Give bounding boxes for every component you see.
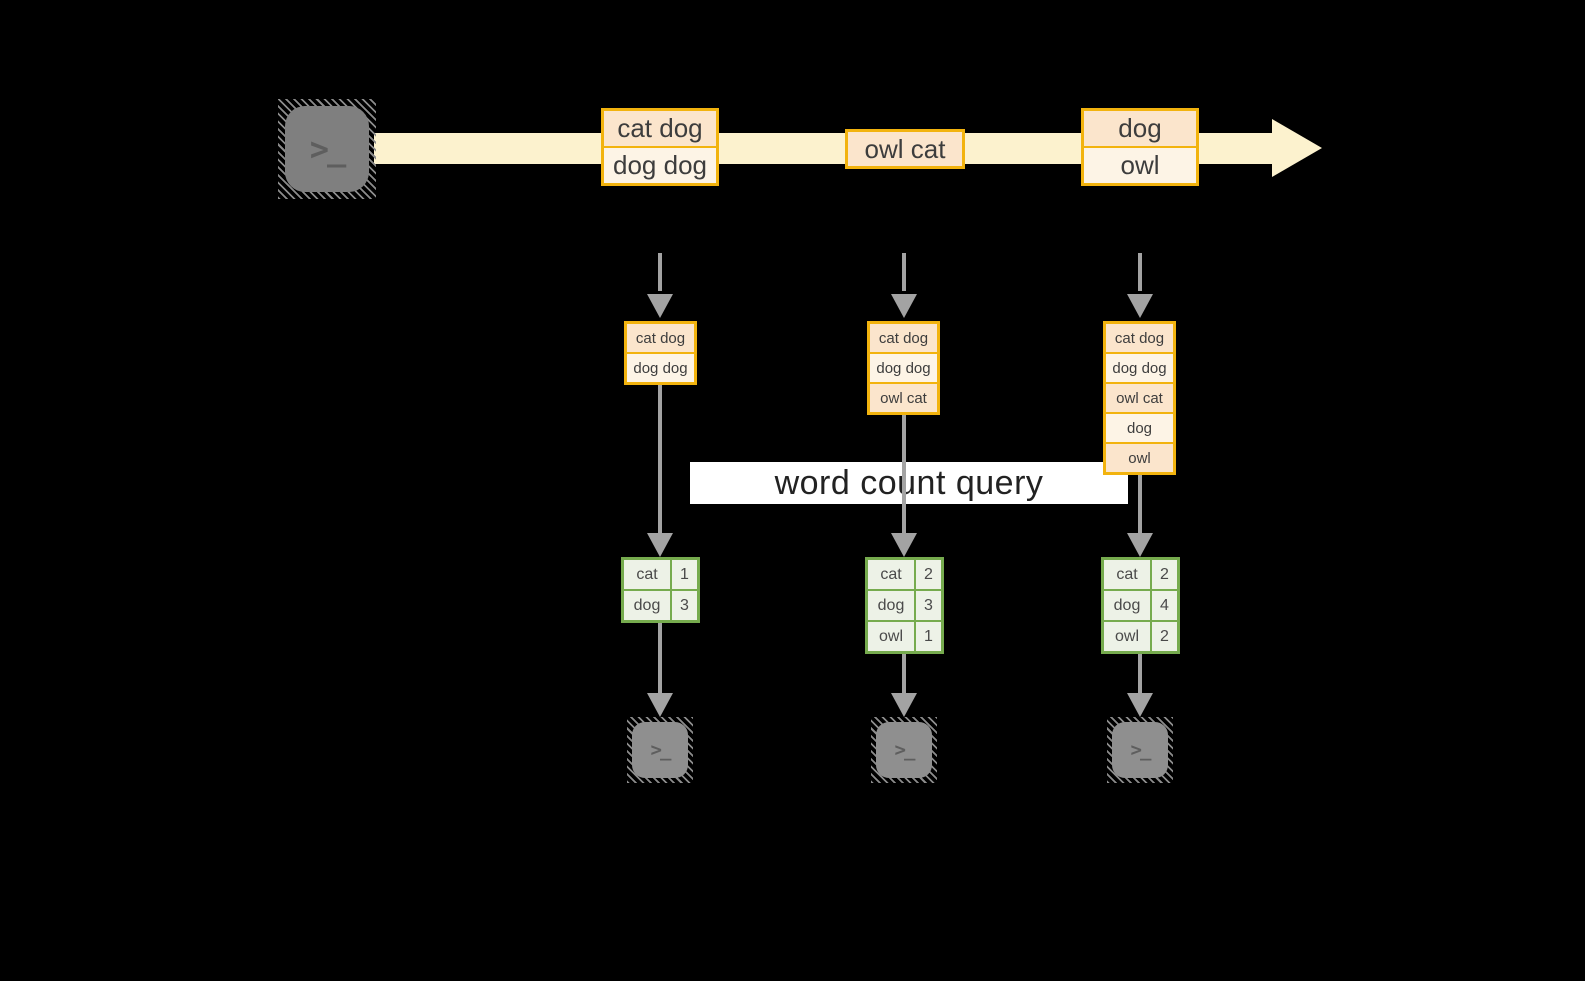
state-row: owl cat	[1106, 384, 1173, 412]
count-value-cell: 4	[1152, 591, 1177, 620]
table-row: dog 4	[1104, 591, 1177, 620]
table-row: dog 3	[868, 591, 941, 620]
output-terminal-icon: >_	[871, 717, 937, 783]
stream-event-row: owl	[1084, 148, 1196, 183]
flow-arrowhead-icon	[647, 533, 673, 557]
output-arrowhead-icon	[1127, 693, 1153, 717]
stream-event-row: dog dog	[604, 148, 716, 183]
output-arrowhead-icon	[647, 693, 673, 717]
terminal-prompt-icon: >_	[894, 739, 916, 761]
count-word-cell: owl	[868, 622, 914, 651]
flow-arrowhead-icon	[891, 533, 917, 557]
stream-event-row: cat dog	[604, 111, 716, 146]
ingest-arrowhead-icon	[891, 294, 917, 318]
count-value-cell: 2	[1152, 560, 1177, 589]
query-label: word count query	[690, 462, 1128, 504]
count-word-cell: dog	[624, 591, 670, 620]
flow-arrow	[902, 415, 906, 535]
count-word-cell: cat	[868, 560, 914, 589]
table-row: owl 1	[868, 622, 941, 651]
state-buffer-2: cat dog dog dog owl cat	[867, 321, 940, 415]
count-value-cell: 3	[916, 591, 941, 620]
stream-event-2: owl cat	[845, 129, 965, 169]
count-value-cell: 3	[672, 591, 697, 620]
state-row: dog dog	[870, 354, 937, 382]
ingest-arrow-dash	[1138, 253, 1142, 291]
count-table-2: cat 2 dog 3 owl 1	[865, 557, 944, 654]
count-value-cell: 1	[916, 622, 941, 651]
table-row: dog 3	[624, 591, 697, 620]
stream-event-1: cat dog dog dog	[601, 108, 719, 186]
state-buffer-1: cat dog dog dog	[624, 321, 697, 385]
state-row: dog dog	[627, 354, 694, 382]
count-table-3: cat 2 dog 4 owl 2	[1101, 557, 1180, 654]
ingest-arrow-dash	[658, 253, 662, 291]
state-row: owl	[1106, 444, 1173, 472]
count-value-cell: 2	[1152, 622, 1177, 651]
table-row: owl 2	[1104, 622, 1177, 651]
state-row: cat dog	[1106, 324, 1173, 352]
flow-arrow	[658, 385, 662, 535]
output-arrow	[1138, 654, 1142, 695]
count-value-cell: 2	[916, 560, 941, 589]
count-word-cell: dog	[868, 591, 914, 620]
stream-event-3: dog owl	[1081, 108, 1199, 186]
stream-arrowhead-icon	[1272, 119, 1322, 177]
stream-event-row: dog	[1084, 111, 1196, 146]
output-terminal-icon: >_	[1107, 717, 1173, 783]
output-arrow	[902, 654, 906, 695]
terminal-prompt-icon: >_	[650, 739, 672, 761]
count-value-cell: 1	[672, 560, 697, 589]
state-row: dog	[1106, 414, 1173, 442]
output-terminal-icon: >_	[627, 717, 693, 783]
table-row: cat 2	[868, 560, 941, 589]
count-table-1: cat 1 dog 3	[621, 557, 700, 623]
count-word-cell: cat	[624, 560, 670, 589]
output-arrowhead-icon	[891, 693, 917, 717]
state-row: cat dog	[627, 324, 694, 352]
ingest-arrowhead-icon	[647, 294, 673, 318]
table-row: cat 1	[624, 560, 697, 589]
table-row: cat 2	[1104, 560, 1177, 589]
state-buffer-3: cat dog dog dog owl cat dog owl	[1103, 321, 1176, 475]
flow-arrow	[1138, 475, 1142, 535]
ingest-arrowhead-icon	[1127, 294, 1153, 318]
ingest-arrow-dash	[902, 253, 906, 291]
state-row: dog dog	[1106, 354, 1173, 382]
terminal-prompt-icon: >_	[1130, 739, 1152, 761]
terminal-prompt-icon: >_	[309, 130, 347, 168]
count-word-cell: owl	[1104, 622, 1150, 651]
output-arrow	[658, 623, 662, 695]
flow-arrowhead-icon	[1127, 533, 1153, 557]
count-word-cell: dog	[1104, 591, 1150, 620]
state-row: owl cat	[870, 384, 937, 412]
source-terminal-icon: >_	[278, 99, 376, 199]
stream-event-row: owl cat	[848, 132, 962, 166]
count-word-cell: cat	[1104, 560, 1150, 589]
state-row: cat dog	[870, 324, 937, 352]
